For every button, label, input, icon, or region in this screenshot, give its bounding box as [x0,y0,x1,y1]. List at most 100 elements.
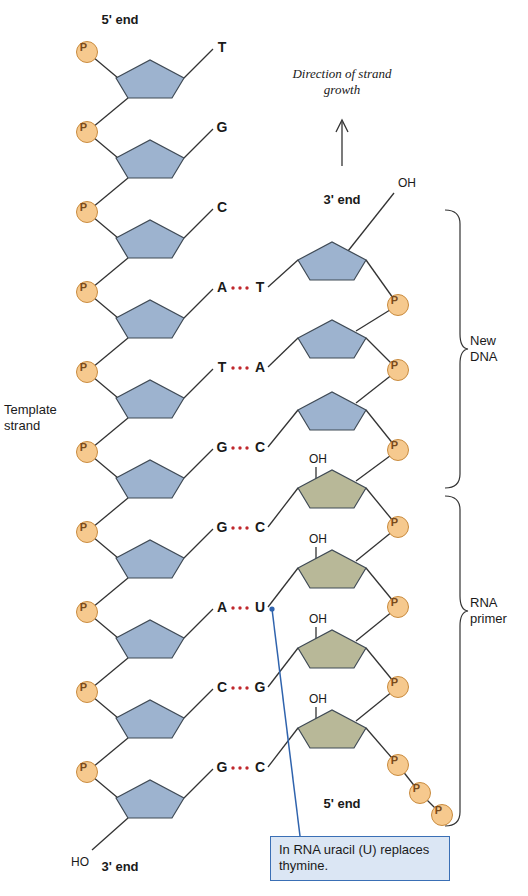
base-bond [184,689,213,718]
sugar-pentagon [116,620,184,658]
sugar-pentagon [116,700,184,738]
sugar-pentagon [298,470,366,508]
sugar-pentagon [116,380,184,418]
new-dna-band: 3' endPPP [272,208,412,488]
phosphate-label: P [391,754,398,765]
phosphate-circle: P [387,294,409,316]
band-fill [30,8,210,882]
phosphate-label: P [413,782,420,793]
phosphate-label: P [391,294,398,305]
phosphate-label: P [80,361,87,372]
hydrogen-bond-dot [231,446,234,449]
base-bond [268,338,298,367]
hydroxyl-bond [315,467,316,479]
hydrogen-bond-dot [231,366,234,369]
phosphate-circle: P [76,361,98,383]
hydrogen-bond-dot [245,686,248,689]
base-bond [268,568,298,607]
backbone-bond [366,260,398,305]
sugar-pentagon [116,300,184,338]
hydrogen-bond-dot [238,766,241,769]
phosphate-label: P [80,601,87,612]
phosphate-circle: P [387,359,409,381]
hydrogen-bond-dot [231,526,234,529]
hydrogen-bond-dot [238,526,241,529]
strand-label: Template strand [4,402,76,434]
phosphate-label: P [391,439,398,450]
base-bond [184,449,213,478]
hydroxyl-label: HO [71,855,89,869]
hydrogen-bond-dot [245,286,248,289]
sugar-pentagon [116,220,184,258]
growth-arrow [341,122,342,166]
base-bond [184,49,213,78]
base-bond [184,529,213,558]
growth-arrowhead [336,120,348,132]
sugar-pentagon [116,140,184,178]
hydrogen-bond-dot [245,606,248,609]
phosphate-circle: P [76,41,98,63]
sugar-pentagon [298,392,366,430]
bracket-label: RNA primer [470,595,526,627]
hydrogen-bond-dot [238,606,241,609]
phosphate-circle: P [76,201,98,223]
phosphate-circle: P [387,754,409,776]
hydroxyl-label: OH [309,612,327,626]
phosphate-label: P [391,596,398,607]
base-bond [184,289,213,318]
band-fill [272,455,412,830]
base-letter: A [217,599,227,615]
hydroxyl-bond [315,627,316,639]
callout-text: In RNA uracil (U) replaces thymine. [279,842,441,874]
hydrogen-bond-dot [231,286,234,289]
base-letter: G [217,759,228,775]
phosphate-circle: P [76,521,98,543]
base-bond [268,728,298,767]
band-shape [272,455,412,831]
hydrogen-bond-dot [245,766,248,769]
bracket-label: New DNA [470,333,524,365]
base-bond [184,769,213,798]
base-bond [184,209,213,238]
hydrogen-bond-dot [245,526,248,529]
phosphate-label: P [80,281,87,292]
base-bond [184,129,213,158]
template-strand-band: 5' end3' endPPPPPPPPPP [30,6,210,886]
base-letter: G [217,439,228,455]
phosphate-circle: P [387,676,409,698]
phosphate-circle: P [387,439,409,461]
phosphate-label: P [435,804,442,815]
direction-label: Direction of strand growth [282,66,402,98]
backbone-bond [366,338,398,370]
hydrogen-bond-dot [238,446,241,449]
phosphate-circle: P [76,761,98,783]
backbone-bond [366,568,398,607]
phosphate-label: P [80,41,87,52]
phosphate-label: P [80,121,87,132]
phosphate-circle: P [431,804,453,826]
phosphate-label: P [391,359,398,370]
base-bond [268,488,298,527]
hydrogen-bond-dot [231,766,234,769]
phosphate-circle: P [409,782,431,804]
base-letter: C [217,199,227,215]
rna-primer-band: 5' endPPPPPP [272,455,412,831]
phosphate-label: P [80,521,87,532]
strand-end-label: 5' end [101,12,138,27]
hydroxyl-label: OH [309,692,327,706]
bracket [445,210,468,488]
base-letter: U [255,599,265,615]
hydrogen-bond-dot [245,366,248,369]
sugar-pentagon [298,630,366,668]
phosphate-label: P [80,201,87,212]
band-fill [272,212,412,488]
phosphate-circle: P [76,121,98,143]
base-bond [268,410,298,447]
base-letter: T [256,279,265,295]
phosphate-label: P [391,676,398,687]
sugar-pentagon [298,550,366,588]
sugar-pentagon [116,460,184,498]
base-letter: T [218,39,227,55]
strand-end-label: 5' end [323,796,360,811]
strand-end-label: 3' end [101,859,138,874]
